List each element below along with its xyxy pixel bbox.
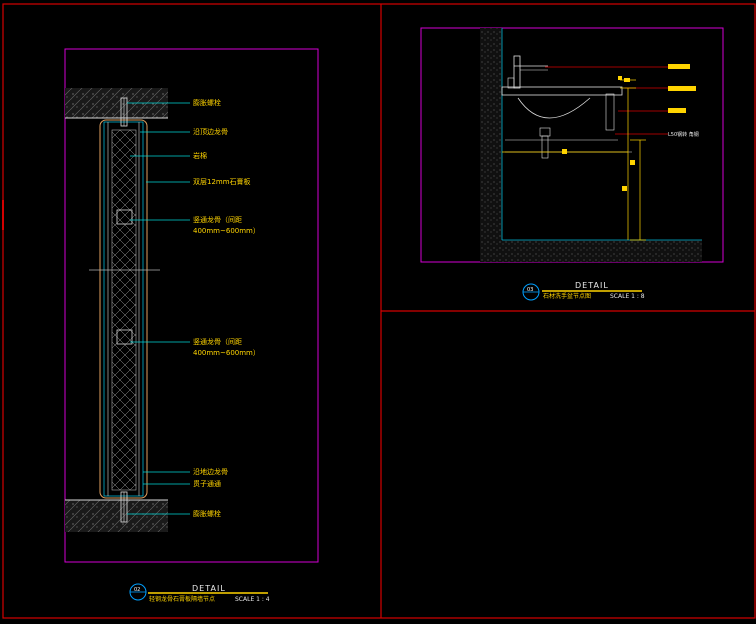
dimension-text-marks [562,76,635,191]
partition-wall [89,119,160,499]
left-title-block: 02 DETAIL 轻钢龙骨石膏板隔墙节点 SCALE 1 : 4 [129,583,270,603]
left-annotations: 膨胀螺栓 沿顶边龙骨 岩棉 双层12mm石膏板 竖通龙骨（间距 400mm~60… [193,98,260,518]
label-stud-range-1: 400mm~600mm） [193,227,260,235]
label-gypsum-board: 双层12mm石膏板 [193,177,251,186]
floor-slab [65,500,168,532]
anchor-bolt-bottom [120,491,128,523]
left-detail-caption: 轻钢龙骨石膏板隔墙节点 [149,595,215,603]
label-through-channel: 贯子通通 [193,479,221,488]
right-detail-scale: SCALE 1 : 8 [610,293,645,300]
right-title-block: 03 DETAIL 石材洗手盆节点图 SCALE 1 : 8 [522,281,645,301]
label-anchor-bolt-top: 膨胀螺栓 [193,98,221,107]
left-leader-lines [127,102,190,515]
label-top-track: 沿顶边龙骨 [193,127,228,136]
floor [480,240,702,262]
left-detail-viewport: 膨胀螺栓 沿顶边龙骨 岩棉 双层12mm石膏板 竖通龙骨（间距 400mm~60… [64,48,319,603]
label-stud-spacing-2: 竖通龙骨（间距 [193,337,242,346]
anchor-bolt-top [120,97,128,127]
left-detail-number: 02 [134,587,140,593]
dimension-lines [502,79,646,241]
right-detail-heading: DETAIL [575,281,609,290]
label-stud-range-2: 400mm~600mm） [193,349,260,357]
wash-basin [501,86,632,159]
left-detail-scale: SCALE 1 : 4 [235,596,270,603]
label-anchor-bolt-bottom: 膨胀螺栓 [193,509,221,518]
faucet [507,55,548,89]
label-placeholders [668,64,696,113]
label-angle-steel: L50钢转 角钢 [668,131,699,138]
left-detail-heading: DETAIL [192,584,226,593]
right-detail-number: 03 [527,287,533,293]
sheet-frame [2,3,756,619]
right-detail-caption: 石材洗手盆节点图 [543,292,591,300]
label-rock-wool: 岩棉 [193,151,207,160]
label-bottom-track: 沿地边龙骨 [193,467,228,476]
right-detail-viewport: L50钢转 角钢 03 DETAIL 石材洗手盆节点图 SCALE [420,27,724,301]
back-wall [480,28,502,250]
right-leader-lines [545,66,668,135]
label-stud-spacing-1: 竖通龙骨（间距 [193,215,242,224]
